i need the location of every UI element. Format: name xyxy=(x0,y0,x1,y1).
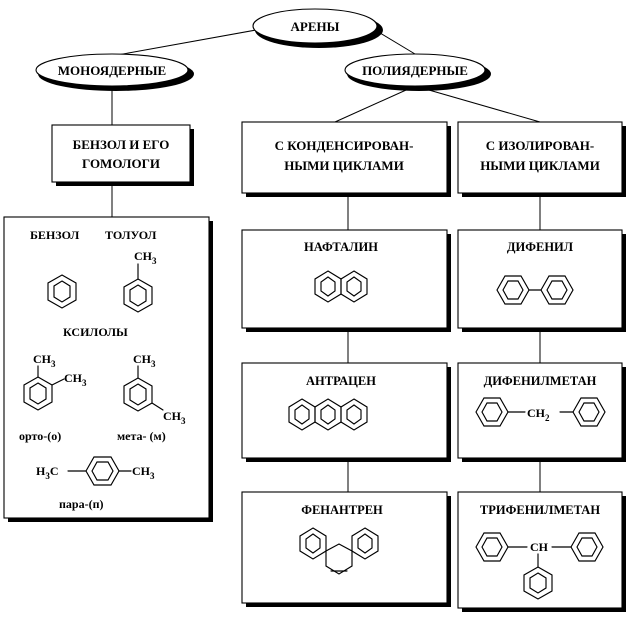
mono-panel: БЕНЗОЛ ТОЛУОЛ CH3 КСИЛОЛЫ CH3 CH3 орто-(… xyxy=(3,216,213,522)
phenanthrene-label: ФЕНАНТРЕН xyxy=(301,503,383,517)
group-condensed-line1: С КОНДЕНСИРОВАН- xyxy=(275,138,414,153)
biphenyl-structure xyxy=(496,275,574,305)
group-benzene-line1: БЕНЗОЛ И ЕГО xyxy=(73,137,170,152)
triphenylmethane-ch: CH xyxy=(530,540,549,554)
phenanthrene-box: ФЕНАНТРЕН xyxy=(241,491,451,607)
ortho-xylene-structure: CH3 CH3 xyxy=(23,352,87,411)
meta-xylene-structure: CH3 CH3 xyxy=(123,352,186,426)
edge-root-poly xyxy=(374,29,416,55)
group-isolated: С ИЗОЛИРОВАН- НЫМИ ЦИКЛАМИ xyxy=(457,121,626,197)
diphenylmethane-box: ДИФЕНИЛМЕТАН CH2 xyxy=(457,362,626,462)
anthracene-label: АНТРАЦЕН xyxy=(306,374,376,388)
svg-text:CH3: CH3 xyxy=(33,352,56,369)
anthracene-structure xyxy=(288,398,368,431)
xylenes-label: КСИЛОЛЫ xyxy=(63,325,128,339)
triphenylmethane-structure: CH xyxy=(475,532,604,600)
benzene-structure xyxy=(47,274,77,309)
biphenyl-label: ДИФЕНИЛ xyxy=(507,240,574,254)
svg-text:H3C: H3C xyxy=(36,464,59,481)
edge-poly-isolated xyxy=(414,85,541,123)
para-label: пара-(п) xyxy=(59,497,104,511)
svg-text:CH3: CH3 xyxy=(132,464,155,481)
toluene-label: ТОЛУОЛ xyxy=(105,228,156,242)
ortho-label: орто-(о) xyxy=(19,429,61,443)
group-condensed-line2: НЫМИ ЦИКЛАМИ xyxy=(284,158,404,173)
root-label: АРЕНЫ xyxy=(291,19,340,34)
connector-lines xyxy=(111,29,541,492)
diphenylmethane-structure: CH2 xyxy=(475,397,606,427)
para-xylene-structure: H3C CH3 xyxy=(36,456,155,486)
branch-mono-label: МОНОЯДЕРНЫЕ xyxy=(58,63,166,78)
naphthalene-structure xyxy=(314,270,368,303)
naphthalene-label: НАФТАЛИН xyxy=(304,240,378,254)
anthracene-box: АНТРАЦЕН xyxy=(241,362,451,462)
phenanthrene-structure xyxy=(299,527,379,575)
svg-text:CH3: CH3 xyxy=(133,352,156,369)
triphenylmethane-label: ТРИФЕНИЛМЕТАН xyxy=(480,503,600,517)
toluene-ch3: CH3 xyxy=(134,249,157,266)
biphenyl-box: ДИФЕНИЛ xyxy=(457,229,626,332)
group-isolated-line1: С ИЗОЛИРОВАН- xyxy=(486,138,595,153)
group-condensed: С КОНДЕНСИРОВАН- НЫМИ ЦИКЛАМИ xyxy=(241,121,451,197)
toluene-structure: CH3 xyxy=(123,249,157,313)
edge-root-mono xyxy=(111,29,257,57)
meta-label: мета- (м) xyxy=(117,429,166,443)
edge-poly-condensed xyxy=(334,85,416,123)
diphenylmethane-ch2: CH2 xyxy=(527,406,550,423)
branch-mono: МОНОЯДЕРНЫЕ xyxy=(35,53,194,91)
naphthalene-box: НАФТАЛИН xyxy=(241,229,451,332)
branch-poly: ПОЛИЯДЕРНЫЕ xyxy=(344,53,491,91)
svg-text:CH3: CH3 xyxy=(64,371,87,388)
group-isolated-line2: НЫМИ ЦИКЛАМИ xyxy=(480,158,600,173)
triphenylmethane-box: ТРИФЕНИЛМЕТАН CH xyxy=(457,491,626,612)
group-benzene-homologs: БЕНЗОЛ И ЕГО ГОМОЛОГИ xyxy=(51,124,194,186)
group-benzene-line2: ГОМОЛОГИ xyxy=(82,156,160,171)
diphenylmethane-label: ДИФЕНИЛМЕТАН xyxy=(484,374,597,388)
root-node: АРЕНЫ xyxy=(252,8,383,48)
benzene-label: БЕНЗОЛ xyxy=(30,228,79,242)
branch-poly-label: ПОЛИЯДЕРНЫЕ xyxy=(362,63,468,78)
svg-text:CH3: CH3 xyxy=(163,409,186,426)
